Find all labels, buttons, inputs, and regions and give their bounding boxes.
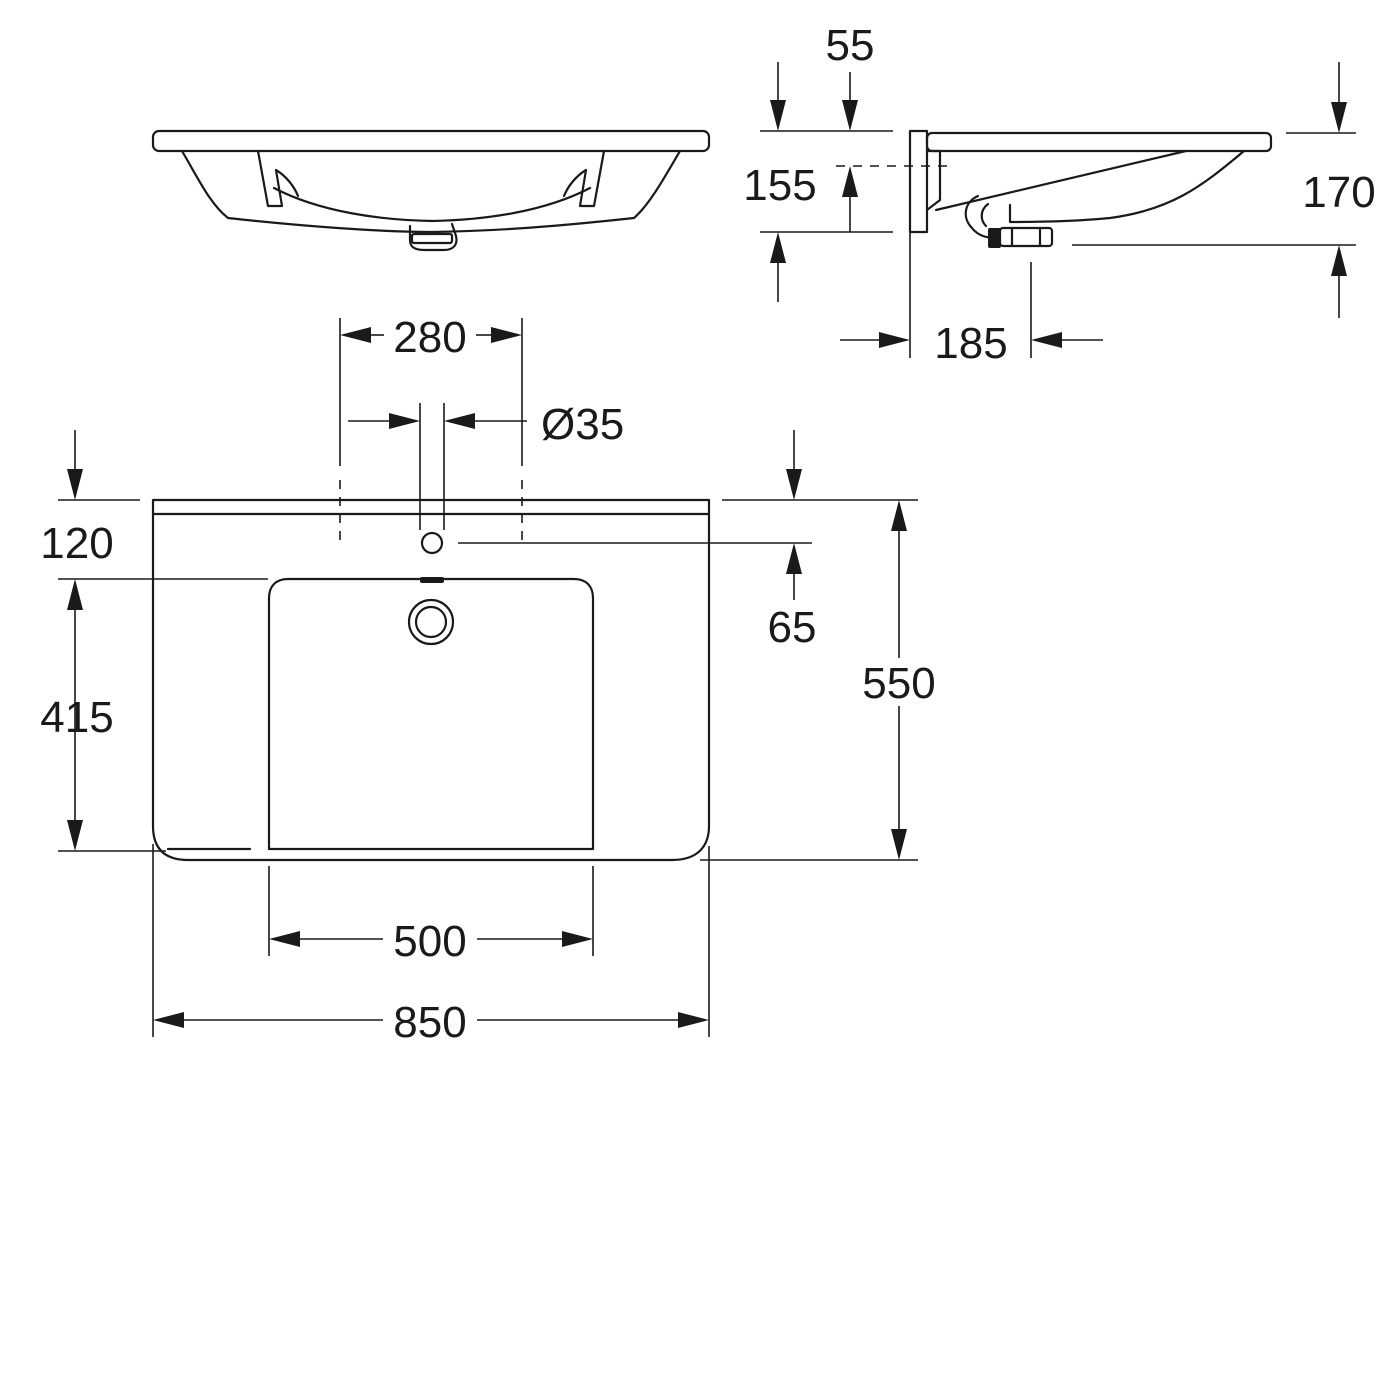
dimension-label-120: 120 (40, 519, 113, 568)
dimension-label-65: 65 (768, 603, 817, 652)
dimension-850: 850 (152, 844, 710, 1047)
front-bowl-inner-curve (272, 186, 592, 223)
dimension-label-500: 500 (393, 917, 466, 966)
waste-outlet-inner (414, 605, 448, 639)
dimension-label-850: 850 (393, 998, 466, 1047)
waste-outlet-outer (407, 598, 455, 646)
front-rim (151, 129, 711, 153)
dimension-label-280: 280 (393, 313, 466, 362)
side-elevation-view (908, 129, 1273, 248)
side-bracket (925, 149, 942, 212)
dimension-diameter-35: Ø35 (348, 400, 624, 530)
front-waste-fitting (410, 232, 454, 245)
dimension-label-170: 170 (1302, 168, 1375, 217)
dimension-label-55: 55 (826, 21, 875, 70)
left-bracket (256, 149, 300, 208)
wall-plate (908, 129, 929, 234)
dimension-55: 55 (760, 21, 893, 132)
front-waste-trap (408, 222, 458, 252)
dimension-185: 185 (840, 232, 1103, 368)
dimension-label-diameter-35: Ø35 (541, 400, 624, 449)
basin-outline (151, 498, 711, 862)
dimension-415: 415 (40, 693, 166, 852)
dimension-280: 280 (339, 313, 523, 544)
front-bowl-outline (180, 149, 682, 234)
overflow-slot (420, 577, 444, 583)
bowl-outline (267, 577, 595, 851)
dimension-550: 550 (700, 500, 936, 861)
tap-hole (420, 531, 444, 555)
side-bowl-outline (1008, 149, 1246, 224)
dimension-label-415: 415 (40, 693, 113, 742)
dimension-label-550: 550 (862, 659, 935, 708)
side-waste-cap (988, 228, 1001, 248)
right-bracket (562, 149, 606, 208)
side-bowl-underside (934, 149, 1188, 212)
dimension-155: 155 (743, 161, 955, 302)
side-rim (925, 131, 1273, 153)
dimension-label-185: 185 (934, 319, 1007, 368)
dimension-120: 120 (40, 430, 268, 820)
dimension-label-155: 155 (743, 161, 816, 210)
side-waste-fitting (998, 226, 1054, 248)
dimension-500: 500 (268, 866, 594, 966)
plan-view (151, 498, 711, 862)
dimension-65: 65 (458, 430, 918, 652)
dimension-170: 170 (1072, 62, 1376, 318)
front-elevation-view (151, 129, 711, 252)
side-trap-pipe-inner (980, 202, 990, 228)
